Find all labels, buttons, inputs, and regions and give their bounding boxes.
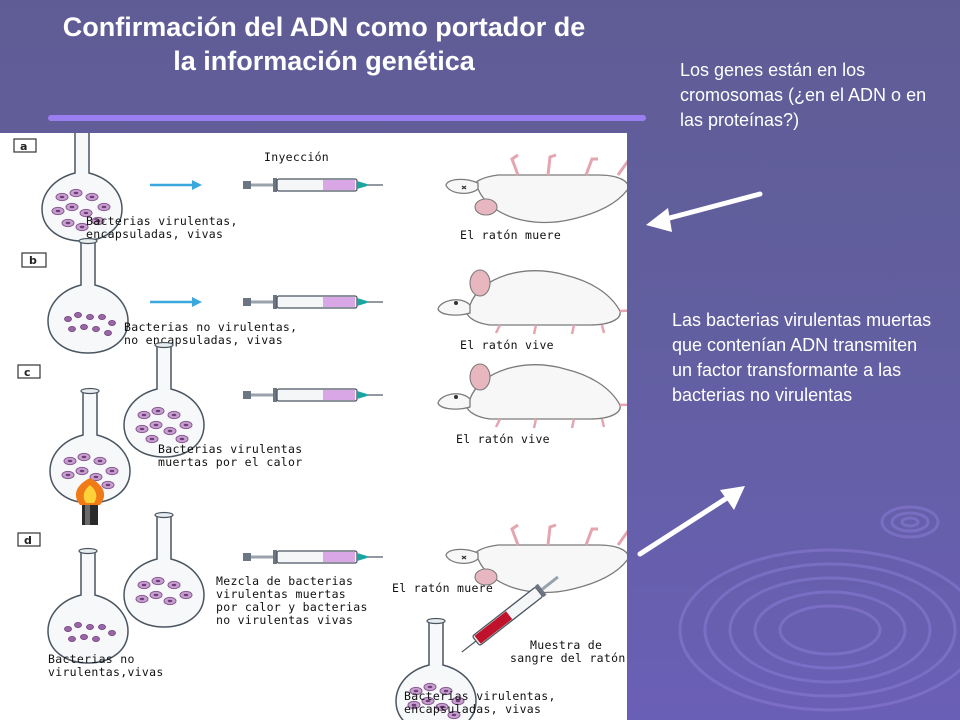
panel-d-mix-line2: virulentas muertas [216, 587, 346, 601]
panel-d-mix-line4: no virulentas vivas [216, 613, 353, 627]
panel-c-letter: c [24, 366, 31, 379]
title-line-2: la información genética [173, 46, 475, 76]
panel-d-mix-line3: por calor y bacterias [216, 600, 368, 614]
note-genes-chromosomes: Los genes están en los cromosomas (¿en e… [680, 60, 927, 130]
panel-c: c [17, 341, 627, 525]
note-transforming-factor: Las bacterias virulentas muertas que con… [672, 310, 932, 405]
panel-a: a Inyección Bacterias virulentas, encaps… [13, 133, 627, 242]
panel-d-result: El ratón muere [392, 581, 493, 595]
panel-a-flask-line1: Bacterias virulentas, [86, 214, 238, 228]
panel-d-bottom-line1: Bacterias virulentas, [404, 689, 556, 703]
panel-d-sample-line2: sangre del ratón [510, 651, 626, 665]
title-underline [48, 115, 646, 121]
panel-c-flask-line1: Bacterias virulentas [158, 442, 302, 456]
title-line-1: Confirmación del ADN como portador de [62, 12, 586, 42]
panel-b-flask-line1: Bacterias no virulentas, [124, 320, 297, 334]
panel-d-left-line1: Bacterias no [48, 652, 135, 666]
injection-label: Inyección [264, 150, 329, 164]
panel-b: b Bacterias no virulentas, no encapsulad… [21, 237, 627, 354]
flame-icon [75, 478, 105, 525]
blood-syringe-icon [461, 575, 559, 653]
panel-a-flask-line2: encapsuladas, vivas [86, 227, 223, 241]
panel-d-left-line2: virulentas,vivas [48, 665, 164, 679]
panel-d-letter: d [24, 534, 32, 547]
panel-c-result: El ratón vive [456, 432, 550, 446]
panel-d-bottom-line2: encapsuladas, vivas [404, 702, 541, 716]
panel-a-letter: a [20, 140, 27, 153]
panel-c-flask-line2: muertas por el calor [158, 455, 302, 469]
panel-a-result: El ratón muere [460, 228, 561, 242]
panel-d-sample-line1: Muestra de [530, 638, 602, 652]
panel-b-letter: b [29, 254, 37, 267]
griffith-experiment-figure: a Inyección Bacterias virulentas, encaps… [0, 133, 627, 720]
panel-d-mix-line1: Mezcla de bacterias [216, 574, 353, 588]
panel-b-result: El ratón vive [460, 338, 554, 352]
slide-title: Confirmación del ADN como portador de la… [0, 10, 648, 78]
panel-d: d [17, 511, 627, 720]
